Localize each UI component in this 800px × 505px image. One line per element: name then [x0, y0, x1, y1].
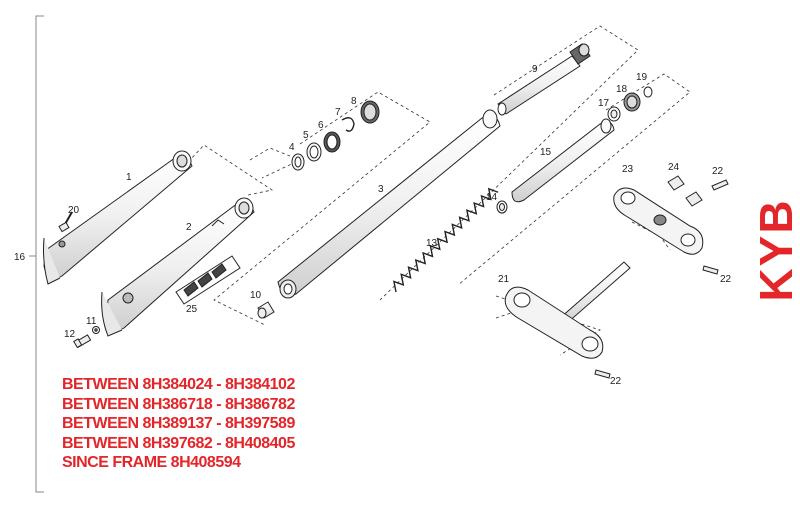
label-23: 23 — [622, 164, 634, 175]
label-22-top: 22 — [712, 166, 724, 177]
bolt-20 — [58, 211, 73, 233]
washer-11 — [92, 326, 100, 334]
leader-lines — [175, 25, 691, 356]
clamp-pieces — [667, 175, 703, 207]
label-1: 1 — [126, 172, 132, 183]
frame-note: BETWEEN 8H386718 - 8H386782 — [62, 395, 295, 413]
fork-decal — [175, 255, 241, 305]
fork-spring — [392, 187, 499, 293]
spacer-tube — [511, 118, 615, 203]
frame-number-notes: BETWEEN 8H384024 - 8H384102 BETWEEN 8H38… — [62, 375, 295, 473]
label-10: 10 — [250, 290, 262, 301]
damper-rod — [497, 43, 591, 116]
inner-tube — [277, 109, 501, 299]
label-2: 2 — [186, 222, 192, 233]
label-5: 5 — [303, 130, 309, 141]
fork-leg-right — [101, 197, 255, 337]
frame-note: BETWEEN 8H389137 - 8H397589 — [62, 415, 295, 432]
label-12: 12 — [64, 329, 76, 340]
label-16: 16 — [14, 252, 26, 263]
label-19: 19 — [636, 72, 648, 83]
washer-14 — [496, 200, 508, 214]
lower-triple-clamp — [504, 261, 631, 359]
label-21: 21 — [498, 274, 510, 285]
cap-parts — [607, 86, 653, 122]
label-8: 8 — [351, 96, 357, 107]
bolt-12 — [73, 334, 92, 349]
frame-note: SINCE FRAME 8H408594 — [62, 454, 241, 471]
label-15: 15 — [540, 147, 552, 158]
label-14: 14 — [486, 192, 498, 203]
label-25: 25 — [186, 304, 198, 315]
fork-leg-left — [43, 150, 193, 285]
label-13: 13 — [426, 238, 438, 249]
label-20: 20 — [68, 205, 80, 216]
brand-text: KYB — [750, 198, 800, 302]
bush-10 — [257, 301, 275, 319]
bolts-22 — [594, 179, 729, 379]
label-22-bottom: 22 — [610, 376, 622, 387]
label-11: 11 — [86, 316, 97, 327]
label-3: 3 — [378, 184, 384, 195]
frame-note: BETWEEN 8H397682 - 8H408405 — [62, 434, 295, 452]
label-7: 7 — [335, 107, 341, 118]
label-9: 9 — [532, 64, 538, 75]
label-4: 4 — [289, 142, 295, 153]
frame-note: BETWEEN 8H384024 - 8H384102 — [62, 376, 295, 393]
label-18: 18 — [616, 84, 628, 95]
label-6: 6 — [318, 120, 324, 131]
brand-logo: KYB — [736, 198, 800, 302]
top-triple-clamp — [613, 187, 704, 255]
seal-stack — [291, 100, 380, 171]
assembly-bracket — [29, 15, 44, 493]
label-22-mid: 22 — [720, 274, 732, 285]
label-17: 17 — [598, 98, 610, 109]
part-number-labels: 1 2 3 4 5 6 7 8 9 10 11 12 13 14 15 16 1… — [14, 64, 732, 387]
label-24: 24 — [668, 162, 680, 173]
